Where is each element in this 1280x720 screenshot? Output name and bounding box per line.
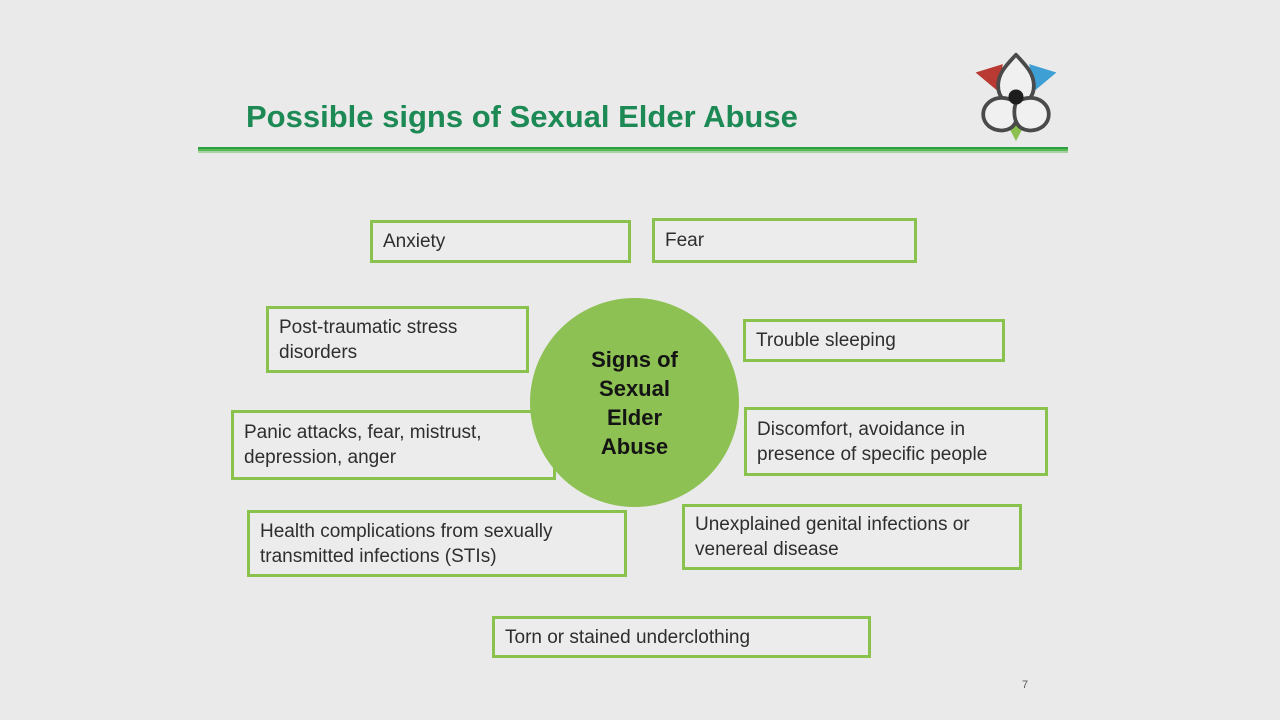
sign-box-unexplained-infections: Unexplained genital infections or venere…: [682, 504, 1022, 570]
trillium-flower-logo: [963, 50, 1069, 144]
sign-box-label: Post-traumatic stress disorders: [279, 316, 458, 363]
sign-box-anxiety: Anxiety: [370, 220, 631, 263]
logo-blue-triangle: [1029, 64, 1057, 92]
trillium-flower-icon: [975, 52, 1057, 142]
center-circle-signs-of-sexual-elder-abuse: Signs of Sexual Elder Abuse: [530, 298, 739, 507]
page-number: 7: [1022, 679, 1029, 691]
sign-box-label: Unexplained genital infections or venere…: [695, 514, 970, 560]
logo-bottom-right-petal: [1012, 96, 1051, 133]
sign-box-discomfort-avoidance: Discomfort, avoidance in presence of spe…: [744, 407, 1048, 476]
circle-line: Elder: [606, 404, 663, 430]
sign-box-label: Panic attacks, fear, mistrust, depressio…: [244, 422, 482, 468]
logo-red-triangle: [975, 64, 1003, 92]
sign-box-health-complications: Health complications from sexually trans…: [247, 510, 627, 577]
sign-box-panic-attacks: Panic attacks, fear, mistrust, depressio…: [231, 410, 556, 480]
sign-box-label: Trouble sleeping: [756, 330, 896, 351]
slide-title: Possible signs of Sexual Elder Abuse: [246, 99, 798, 134]
logo-center-dot: [1008, 89, 1024, 105]
circle-line: Abuse: [600, 433, 669, 459]
sign-box-label: Health complications from sexually trans…: [260, 520, 553, 567]
title-underline: [198, 147, 1068, 153]
circle-line: Signs of: [591, 346, 678, 372]
sign-box-torn-underclothing: Torn or stained underclothing: [492, 616, 871, 658]
circle-line: Sexual: [599, 375, 670, 401]
sign-box-label: Fear: [665, 230, 705, 251]
sign-box-post-traumatic-stress: Post-traumatic stress disorders: [266, 306, 529, 373]
sign-box-label: Torn or stained underclothing: [505, 626, 751, 648]
sign-box-trouble-sleeping: Trouble sleeping: [743, 319, 1005, 362]
sign-box-fear: Fear: [652, 218, 917, 263]
sign-box-label: Anxiety: [383, 231, 446, 252]
sign-box-label: Discomfort, avoidance in presence of spe…: [757, 418, 988, 465]
